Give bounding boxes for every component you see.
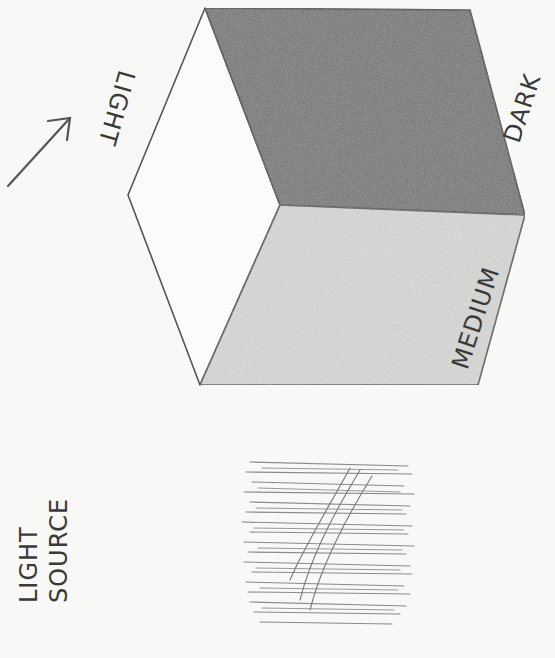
light-arrow: [8, 118, 70, 186]
face-label: DARK: [497, 70, 547, 147]
hatching-sample: [242, 462, 414, 624]
light-source-label: LIGHT SOURCE: [14, 473, 74, 603]
face-label: LIGHT: [91, 67, 141, 149]
dark-face: [205, 8, 525, 215]
medium-face: [200, 205, 525, 385]
